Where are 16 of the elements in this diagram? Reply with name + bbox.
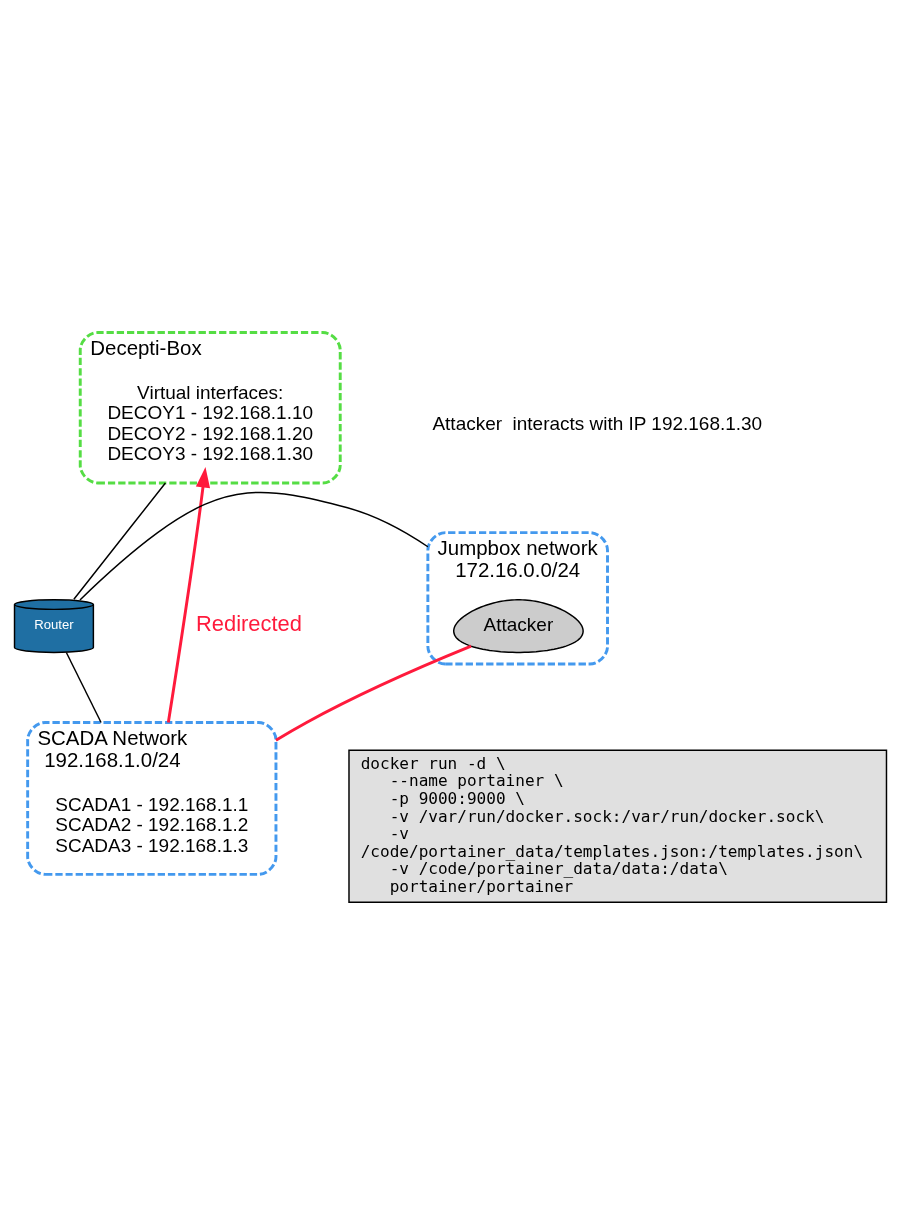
- connector: [275, 644, 472, 742]
- label: docker run -d \: [360, 753, 506, 773]
- node-text: SCADA1 - 192.168.1.1 SCADA2 - 192.168.1.2 SCADA3 - 192.168.1.3: [55, 793, 249, 856]
- connector: [65, 651, 102, 724]
- label: Attacker interacts with IP 192.168.1.30: [432, 412, 763, 434]
- label: -p 9000:9000 \: [389, 789, 525, 809]
- label: -v /var/run/docker.sock:/var/run/docker.sock\: [389, 806, 825, 826]
- edge-label: Redirected: [196, 611, 302, 637]
- label: -v: [389, 824, 409, 844]
- connector: [73, 482, 167, 601]
- label: --name portainer \: [389, 771, 564, 791]
- label: /code/portainer_data/templates.json:/templates.json\: [360, 841, 864, 861]
- label: -v /code/portainer_data/data:/data\: [389, 859, 728, 879]
- connector: [79, 491, 429, 601]
- arrow: [166, 467, 211, 723]
- node-text: Virtual interfaces: DECOY1 - 192.168.1.10 DECOY2 - 192.168.1.20 DECOY3 - 192.168.1.30: [107, 381, 314, 465]
